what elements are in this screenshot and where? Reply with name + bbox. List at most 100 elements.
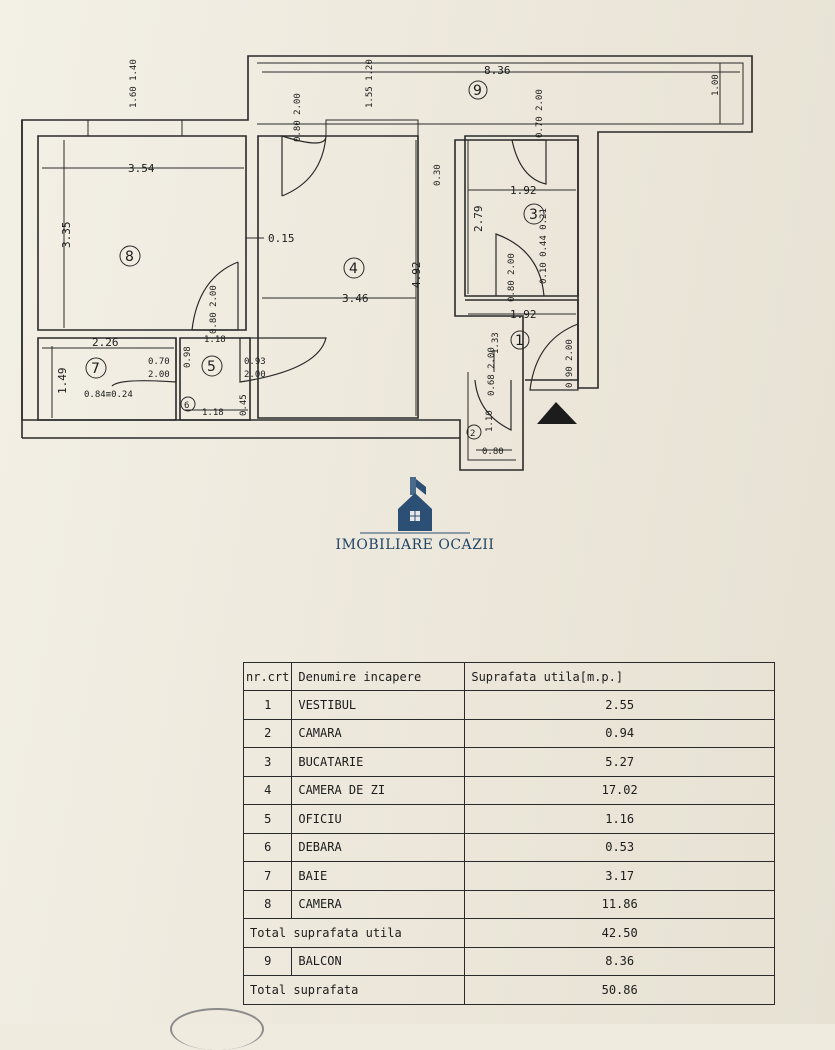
dim-balcon-length: 8.36 (484, 64, 511, 77)
header-name: Denumire incapere (291, 662, 466, 691)
row-area: 17.02 (464, 775, 775, 805)
dim-045: 0.45 (239, 394, 249, 416)
dim-hall-width: 1.92 (510, 308, 537, 321)
stamp (170, 1008, 264, 1050)
dim-118b: 1.18 (202, 408, 224, 418)
row-name: BAIE (291, 861, 466, 891)
dim-wall-thickness: 0.15 (268, 232, 295, 245)
dim-shaft: 0.84≡0.24 (84, 390, 133, 400)
table-header-row: nr.crt Denumire incapere Suprafata utila… (242, 662, 775, 691)
dim-living-width: 3.46 (342, 292, 369, 305)
row-area: 8.36 (464, 946, 775, 976)
row-area: 3.17 (464, 861, 775, 891)
interior-walls (37, 119, 579, 461)
row-name: DEBARA (291, 832, 466, 862)
total-label: Total suprafata (242, 975, 466, 1005)
dim-door-2: 0.70 2.00 (535, 89, 545, 138)
total-useful-label: Total suprafata utila (242, 918, 466, 948)
row-area: 5.27 (464, 747, 775, 777)
row-nr: 9 (242, 946, 293, 976)
row-nr: 8 (242, 889, 293, 919)
header-area: Suprafata utila[m.p.] (464, 662, 775, 691)
room-num-5: 5 (207, 359, 216, 375)
dim-door-1: 0.80 2.00 (293, 93, 303, 142)
dim-098: 0.98 (183, 346, 193, 368)
total-value: 50.86 (464, 975, 775, 1005)
floor-plan: 8.36 1.00 1.60 1.40 1.55 1.20 0.80 2.00 … (21, 55, 753, 471)
row-nr: 4 (242, 775, 293, 805)
dim-door-4: 0.80 2.00 (209, 285, 219, 334)
table-row: 1 VESTIBUL 2.55 (242, 690, 775, 720)
dim-debara-width: 0.80 (482, 447, 504, 457)
row-nr: 7 (242, 861, 293, 891)
dim-camera-height: 3.35 (60, 222, 73, 249)
dim-bath-width: 2.26 (92, 336, 119, 349)
dim-030: 0.30 (433, 164, 443, 186)
row-name: BALCON (291, 946, 466, 976)
dim-door-5a-h: 2.00 (148, 370, 170, 380)
row-area: 11.86 (464, 889, 775, 919)
table-row: 8 CAMERA 11.86 (242, 889, 775, 919)
dim-kitchen-small: 0.10 0.44 0.21 (539, 208, 549, 284)
dim-kitchen-width: 1.92 (510, 184, 537, 197)
room-numbers: 9 8 4 3 1 7 5 6 2 (85, 80, 545, 440)
row-nr: 5 (242, 804, 293, 834)
dim-kitchen-height: 2.79 (472, 206, 485, 233)
row-area: 2.55 (464, 690, 775, 720)
row-nr: 2 (242, 718, 293, 748)
row-area: 1.16 (464, 804, 775, 834)
area-table: nr.crt Denumire incapere Suprafata utila… (242, 662, 775, 1005)
row-name: VESTIBUL (291, 690, 466, 720)
logo-text: IMOBILIARE OCAZII (335, 537, 495, 553)
row-nr: 6 (242, 832, 293, 862)
row-name: CAMERA (291, 889, 466, 919)
company-logo: IMOBILIARE OCAZII (330, 475, 500, 555)
dim-balcon-width: 1.00 (711, 74, 721, 96)
dim-window-2: 1.55 1.20 (365, 59, 375, 108)
dim-debara: 1.10 (485, 410, 495, 432)
dim-118a: 1.18 (204, 335, 226, 345)
row-nr: 3 (242, 747, 293, 777)
dimension-lines (42, 63, 740, 451)
room-num-9: 9 (473, 83, 482, 99)
row-name: CAMARA (291, 718, 466, 748)
room-num-3: 3 (529, 207, 538, 223)
entrance-arrow-icon (537, 402, 577, 424)
dim-door-5b: 0.93 (244, 357, 266, 367)
dim-window-1: 1.60 1.40 (129, 59, 139, 108)
dim-bath-height: 1.49 (56, 368, 69, 395)
dim-camera-width: 3.54 (128, 162, 155, 175)
house-logo-icon (360, 477, 470, 534)
dim-entry-door: 0.90 2.00 (565, 339, 575, 388)
dim-door-5b-h: 2.00 (244, 370, 266, 380)
room-num-8: 8 (125, 249, 134, 265)
dimension-labels: 8.36 1.00 1.60 1.40 1.55 1.20 0.80 2.00 … (56, 59, 721, 457)
total-row: Total suprafata utila 42.50 (242, 918, 775, 948)
grand-total-row: Total suprafata 50.86 (242, 975, 775, 1005)
header-nr: nr.crt (242, 662, 293, 691)
table-row: 4 CAMERA DE ZI 17.02 (242, 775, 775, 805)
row-nr: 1 (242, 690, 293, 720)
door-arcs (111, 135, 579, 431)
room-num-6: 6 (184, 401, 189, 411)
table-row: 5 OFICIU 1.16 (242, 804, 775, 834)
dim-door-5a: 0.70 (148, 357, 170, 367)
room-num-4: 4 (349, 261, 358, 277)
table-row: 9 BALCON 8.36 (242, 946, 775, 976)
room-num-2: 2 (470, 429, 475, 439)
row-name: CAMERA DE ZI (291, 775, 466, 805)
room-num-7: 7 (91, 361, 100, 377)
dim-hall-height: 1.33 (491, 332, 501, 354)
dim-living-height: 4.92 (410, 262, 423, 289)
dim-door-6: 0.68 2.00 (487, 347, 497, 396)
room-num-1: 1 (515, 333, 524, 349)
row-area: 0.53 (464, 832, 775, 862)
dim-door-3: 0.80 2.00 (507, 253, 517, 302)
table-row: 2 CAMARA 0.94 (242, 718, 775, 748)
row-area: 0.94 (464, 718, 775, 748)
table-row: 7 BAIE 3.17 (242, 861, 775, 891)
row-name: BUCATARIE (291, 747, 466, 777)
table-row: 3 BUCATARIE 5.27 (242, 747, 775, 777)
table-row: 6 DEBARA 0.53 (242, 832, 775, 862)
total-useful-value: 42.50 (464, 918, 775, 948)
